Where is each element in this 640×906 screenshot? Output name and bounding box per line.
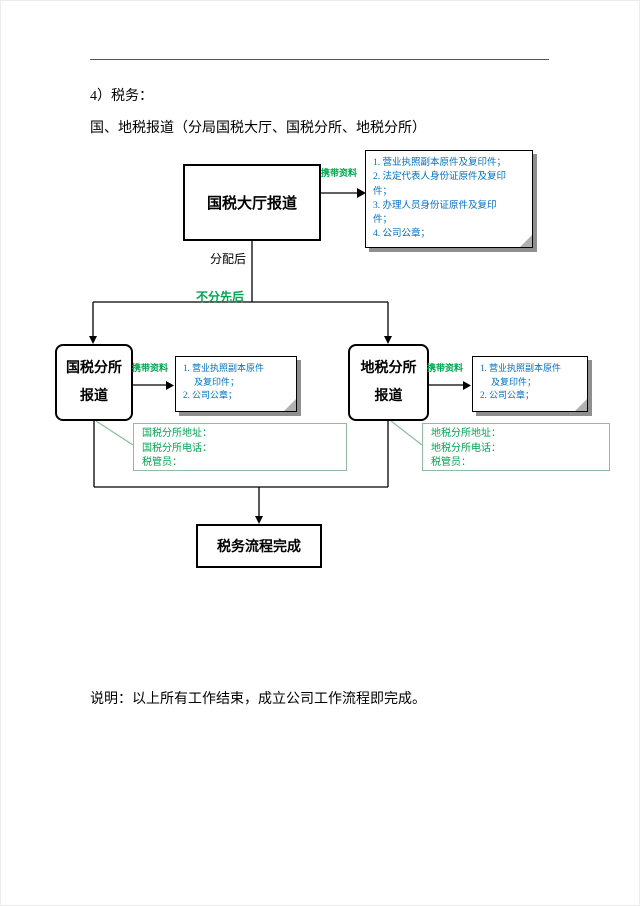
note-line: 2. 公司公章；	[183, 390, 238, 400]
folded-corner-icon	[520, 235, 532, 247]
note-line: 件；	[373, 186, 393, 197]
flow-box-label: 税务流程完成	[217, 540, 301, 555]
callout-line: 国税分所地址：	[142, 428, 212, 439]
note-line: 2. 公司公章；	[480, 390, 535, 400]
callout-line: 国税分所电话：	[142, 442, 212, 454]
callout-line: 地税分所地址：	[431, 428, 501, 439]
flow-box-label: 报道	[374, 388, 403, 404]
label-after-assignment: 分配后	[210, 252, 247, 266]
flow-box-label: 国税分所	[66, 361, 122, 377]
folded-corner-icon	[575, 399, 587, 411]
section-heading: 4）税务：	[90, 89, 153, 104]
note-left-materials: 1. 营业执照副本原件 及复印件； 2. 公司公章；	[175, 356, 297, 412]
note-line: 1. 营业执照副本原件	[480, 363, 562, 373]
flow-box-process-complete: 税务流程完成	[196, 524, 322, 568]
flow-box-national-tax-hall: 国税大厅报道	[183, 164, 321, 241]
flow-box-label: 报道	[80, 388, 108, 404]
note-main-materials: 1. 营业执照副本原件及复印件； 2. 法定代表人身份证原件及复印 件； 3. …	[365, 150, 533, 248]
note-line: 4. 公司公章；	[373, 229, 431, 240]
carry-materials-label-main: 携带资料	[321, 168, 358, 178]
note-line: 1. 营业执照副本原件	[183, 363, 265, 373]
flow-box-label: 地税分所	[360, 361, 417, 377]
note-line: 1. 营业执照副本原件及复印件；	[373, 158, 507, 168]
note-line: 及复印件；	[491, 376, 537, 387]
carry-materials-label-right: 携带资料	[427, 363, 464, 373]
label-no-order: 不分先后	[196, 290, 245, 304]
closing-note: 说明：以上所有工作结束，成立公司工作流程即完成。	[90, 692, 426, 707]
callout-national-tax-branch-info: 国税分所地址： 国税分所电话： 税管员：	[133, 423, 347, 471]
note-line: 及复印件；	[194, 376, 240, 387]
header-rule	[90, 59, 549, 60]
callout-line: 税管员：	[431, 457, 471, 468]
note-line: 3. 办理人员身份证原件及复印	[373, 200, 497, 211]
folded-corner-icon	[284, 399, 296, 411]
callout-line: 地税分所电话：	[431, 442, 501, 454]
note-line: 2. 法定代表人身份证原件及复印	[373, 172, 507, 183]
section-subheading: 国、地税报道（分局国税大厅、国税分所、地税分所）	[90, 121, 426, 136]
note-right-materials: 1. 营业执照副本原件 及复印件； 2. 公司公章；	[472, 356, 588, 412]
callout-line: 税管员：	[142, 457, 182, 468]
flow-box-label: 国税大厅报道	[206, 196, 297, 212]
flow-box-national-tax-branch: 国税分所 报道	[55, 344, 133, 421]
note-line: 件；	[373, 215, 393, 225]
flow-box-local-tax-branch: 地税分所 报道	[348, 344, 429, 421]
carry-materials-label-left: 携带资料	[132, 363, 169, 373]
callout-local-tax-branch-info: 地税分所地址： 地税分所电话： 税管员：	[422, 423, 610, 471]
